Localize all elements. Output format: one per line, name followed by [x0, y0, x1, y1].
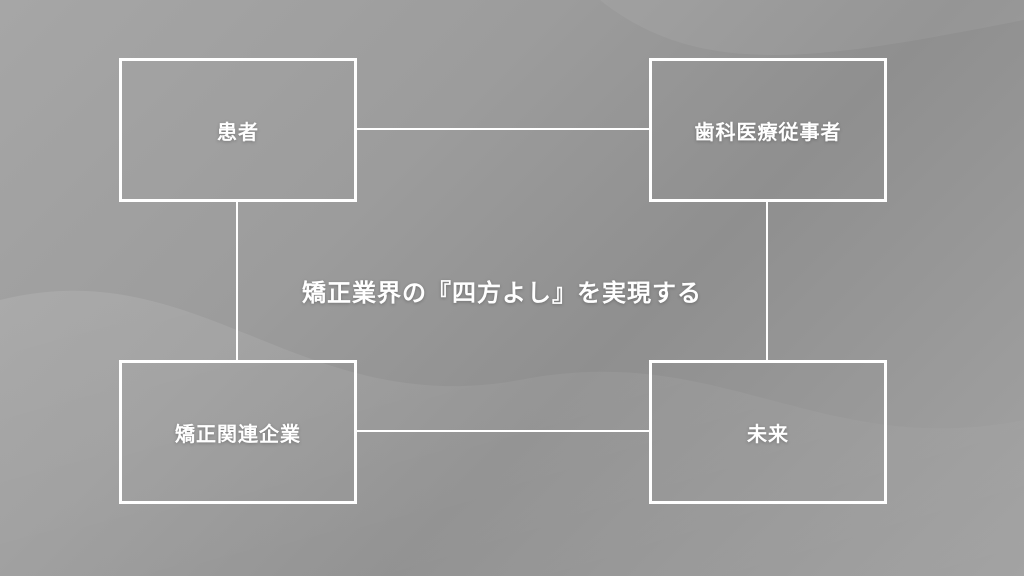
connector-bottom [357, 430, 650, 432]
node-future: 未来 [649, 360, 887, 504]
connector-top [357, 128, 650, 130]
node-dental-professionals-label: 歯科医療従事者 [694, 119, 842, 144]
connector-left [236, 202, 238, 360]
node-orthodontic-companies-label: 矯正関連企業 [175, 421, 301, 446]
node-orthodontic-companies: 矯正関連企業 [119, 360, 357, 504]
connector-right [766, 202, 768, 360]
node-patient: 患者 [119, 58, 357, 202]
center-statement: 矯正業界の『四方よし』を実現する [302, 278, 702, 307]
node-dental-professionals: 歯科医療従事者 [649, 58, 887, 202]
node-patient-label: 患者 [217, 119, 259, 144]
node-future-label: 未来 [747, 421, 789, 446]
